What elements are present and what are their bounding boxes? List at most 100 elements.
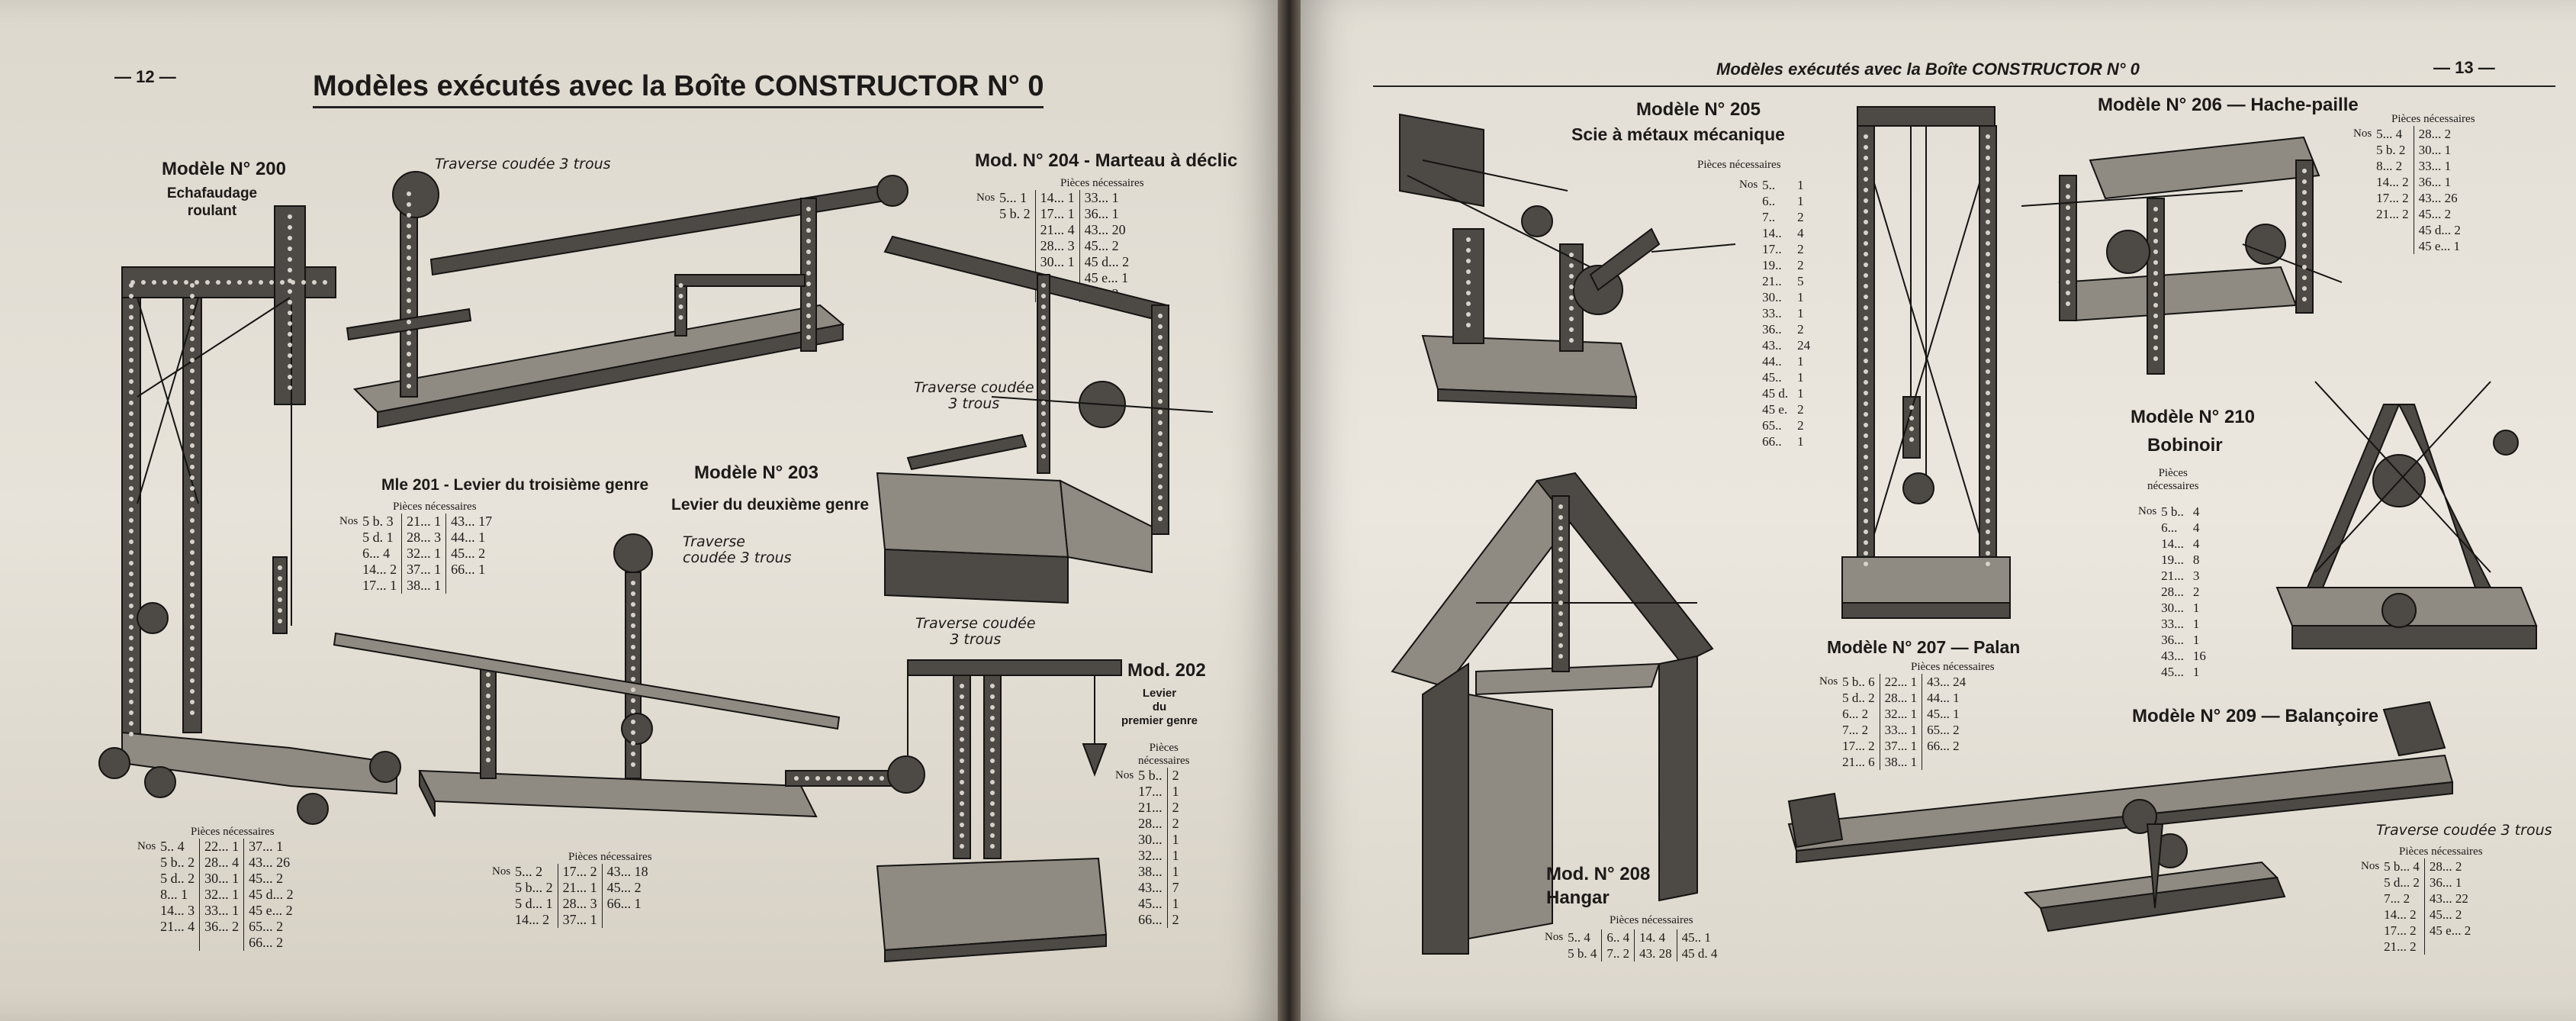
strip-hole — [407, 373, 411, 378]
table-row: 33..1 — [1762, 306, 1804, 320]
strip-hole — [1986, 134, 1990, 139]
strip-hole — [407, 245, 411, 250]
strip-hole — [1864, 145, 1868, 150]
strip-hole — [1864, 230, 1868, 235]
strip-hole — [190, 561, 195, 565]
table-row: 45...1 — [1134, 896, 1184, 912]
strip-hole — [486, 704, 490, 709]
strip-hole — [1986, 519, 1990, 523]
strip-hole — [152, 280, 156, 285]
table-row: 36..2 — [1762, 322, 1804, 337]
strip-hole — [312, 280, 317, 285]
strip-hole — [1158, 495, 1163, 500]
strip-hole — [1466, 291, 1471, 295]
strip-hole — [631, 602, 635, 607]
strip-hole — [806, 292, 811, 297]
strip-hole — [129, 678, 133, 683]
strip-hole — [129, 304, 133, 309]
strip-hole — [806, 335, 811, 340]
strip-hole — [1986, 359, 1990, 363]
strip-hole — [288, 214, 292, 219]
strip-hole — [1986, 209, 1990, 214]
model-203-parts-header: Pièces nécessaires — [568, 851, 652, 863]
strip-hole — [2302, 254, 2307, 259]
strip-hole — [288, 364, 292, 369]
strip-hole — [2066, 291, 2070, 295]
model-203-annotation-line2: coudée 3 trous — [683, 549, 792, 566]
strip-hole — [1569, 274, 1574, 279]
strip-hole — [1986, 423, 1990, 427]
strip-hole — [1041, 358, 1046, 362]
strip-hole — [960, 791, 964, 795]
strip-hole — [407, 277, 411, 282]
strip-hole — [1864, 444, 1868, 449]
table-row: 28...2 — [2161, 585, 2200, 599]
strip-hole — [2153, 346, 2158, 350]
strip-hole — [1041, 283, 1046, 288]
strip-hole — [130, 280, 135, 285]
strip-hole — [960, 844, 964, 849]
model-201-illustration — [346, 171, 909, 429]
model-205-name: Scie à métaux mécanique — [1571, 124, 1785, 144]
table-row: 19..2 — [1762, 258, 1804, 272]
strip-hole — [806, 282, 811, 286]
strip-hole — [1864, 156, 1868, 160]
strip-hole — [2153, 239, 2158, 243]
table-row: 45..1 — [1762, 370, 1804, 385]
model-209-illustration — [1787, 701, 2454, 932]
strip-hole — [837, 776, 841, 781]
strip-hole — [1569, 327, 1574, 332]
strip-hole — [2153, 292, 2158, 297]
model-204-parts-header: Pièces nécessaires — [1060, 177, 1144, 189]
strip-hole — [1041, 401, 1046, 405]
strip-hole — [190, 497, 195, 501]
model-204-label: Mod. N° 204 - Marteau à déclic — [975, 150, 1238, 171]
strip-hole — [1864, 498, 1868, 502]
right-page-number: — 13 — — [2433, 58, 2495, 77]
strip-hole — [129, 550, 133, 555]
strip-hole — [1558, 579, 1563, 584]
strip-hole — [278, 576, 282, 581]
model-205-parts: Nos 5..1 6..1 7..2 14..4 17..2 19..2 21.… — [1739, 177, 1815, 449]
table-row: 14..4 — [1762, 226, 1804, 240]
strip-hole — [2153, 314, 2158, 318]
strip-hole — [1558, 601, 1563, 605]
strip-hole — [1864, 455, 1868, 459]
table-row: 45 e... 1 — [2372, 238, 2465, 254]
strip-hole — [2066, 195, 2070, 199]
strip-hole — [1041, 304, 1046, 309]
strip-hole — [1986, 166, 1990, 171]
strip-hole — [1986, 327, 1990, 331]
strip-hole — [190, 507, 195, 512]
strip-hole — [190, 582, 195, 587]
strip-hole — [1864, 562, 1868, 566]
table-row: 30..1 — [1762, 290, 1804, 304]
table-row: 43..24 — [1762, 338, 1811, 353]
book-gutter — [1278, 0, 1301, 1021]
strip-hole — [129, 358, 133, 362]
strip-hole — [960, 833, 964, 838]
model-209-nos: Nos — [2361, 860, 2380, 872]
strip-hole — [407, 266, 411, 271]
strip-hole — [1909, 416, 1914, 420]
strip-hole — [631, 752, 635, 756]
strip-hole — [190, 700, 195, 704]
model-202-parts-table: 5 b..2 17...1 21...2 28...2 30...1 32...… — [1134, 768, 1184, 928]
strip-hole — [288, 343, 292, 347]
model-202-illustration — [876, 659, 1122, 963]
strip-hole — [301, 280, 306, 285]
strip-hole — [129, 390, 133, 395]
strip-hole — [1986, 487, 1990, 491]
